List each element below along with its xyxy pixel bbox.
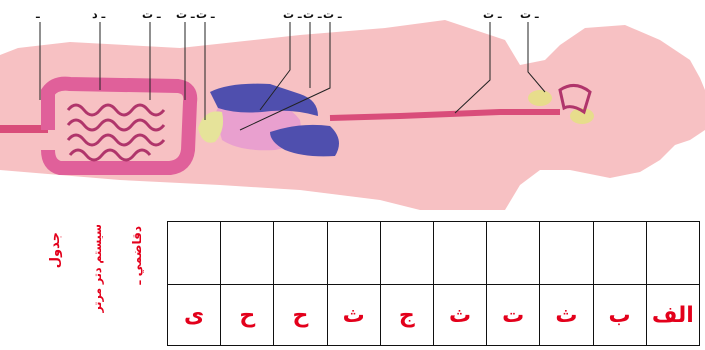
digestive-system-diagram: ـ ـ د ـ ت ـ ت ـ ت ـ ت ـ ت ـ ت ـ ت ـ ت [0,0,705,215]
answer-cell[interactable] [168,222,221,285]
letter-cell: ث [433,285,486,346]
letter-cell: الف [646,285,699,346]
letter-cell: ث [327,285,380,346]
top-labels: ـ ـ د ـ ت ـ ت ـ ت ـ ت ـ ت ـ ت ـ ت ـ ت [35,8,539,21]
answer-cell[interactable] [593,222,646,285]
answer-cell[interactable] [540,222,593,285]
diagram-label: ـ ت [283,8,302,21]
answer-cell[interactable] [487,222,540,285]
diagram-label: ـ [35,8,40,21]
letter-cell: ح [274,285,327,346]
table-caption-subtitle: سیستم دتر مرتر [91,224,104,313]
table-caption-dash: دقاضمي ـ [130,226,144,285]
letter-cell: ت [487,285,540,346]
diagram-label: ـ د [92,8,105,21]
letter-cell: ث [540,285,593,346]
answer-table: ی ح ح ث ج ث ت ث ب الف [167,221,700,346]
letter-cell: ی [168,285,221,346]
diagram-label: ـ ت [142,8,161,21]
letter-row: ی ح ح ث ج ث ت ث ب الف [168,285,700,346]
answer-cell[interactable] [646,222,699,285]
diagram-label: ـ ت [483,8,502,21]
letter-cell: ج [380,285,433,346]
answer-cell[interactable] [433,222,486,285]
answer-cell[interactable] [221,222,274,285]
diagram-label: ـ ت [176,8,195,21]
answer-row [168,222,700,285]
salivary-gland [528,90,552,106]
answer-cell[interactable] [380,222,433,285]
diagram-label: ـ ت [323,8,342,21]
diagram-label: ـ ت [196,8,215,21]
answer-cell[interactable] [327,222,380,285]
answer-cell[interactable] [274,222,327,285]
diagram-label: ـ ت [303,8,322,21]
rectum [0,125,48,133]
letter-cell: ح [221,285,274,346]
diagram-label: ـ ت [520,8,539,21]
table-caption-title: جدول [48,232,63,268]
letter-cell: ب [593,285,646,346]
